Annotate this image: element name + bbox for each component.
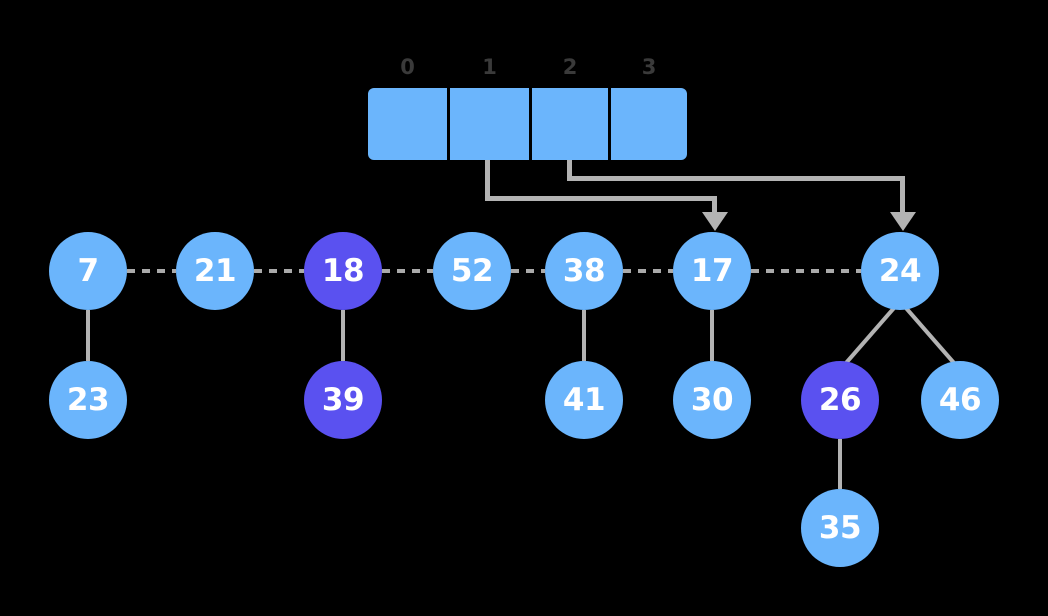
dashed-link-52-38	[511, 269, 545, 273]
node-23[interactable]: 23	[49, 361, 127, 439]
dashed-link-7-21	[127, 269, 176, 273]
node-52[interactable]: 52	[433, 232, 511, 310]
pointer-descend-24	[900, 176, 905, 213]
dashed-link-21-18	[254, 269, 304, 273]
dashed-link-17-24	[751, 269, 861, 273]
array-cell-1[interactable]	[450, 88, 529, 160]
node-30[interactable]: 30	[673, 361, 751, 439]
child-link-24-46	[904, 306, 956, 365]
pointer-horizontal-2	[567, 176, 905, 181]
pointer-arrowhead-24	[889, 212, 916, 231]
child-link-24-26	[844, 306, 896, 365]
child-link-17-30	[710, 310, 714, 361]
node-18[interactable]: 18	[304, 232, 382, 310]
node-17[interactable]: 17	[673, 232, 751, 310]
array-cell-2[interactable]	[532, 88, 608, 160]
node-24[interactable]: 24	[861, 232, 939, 310]
node-7[interactable]: 7	[49, 232, 127, 310]
pointer-vertical-1	[485, 160, 490, 196]
dashed-link-38-17	[623, 269, 673, 273]
pointer-descend-17	[712, 196, 717, 213]
node-38[interactable]: 38	[545, 232, 623, 310]
array-index-label-2: 2	[562, 55, 578, 79]
node-35[interactable]: 35	[801, 489, 879, 567]
dashed-link-18-52	[382, 269, 433, 273]
pointer-horizontal-1	[485, 196, 717, 201]
node-41[interactable]: 41	[545, 361, 623, 439]
array-index-label-1: 1	[482, 55, 497, 79]
node-39[interactable]: 39	[304, 361, 382, 439]
child-link-38-41	[582, 310, 586, 361]
array-index-label-0: 0	[400, 55, 415, 79]
pointer-vertical-2	[567, 160, 572, 176]
child-link-7-23	[86, 310, 90, 361]
child-link-18-39	[341, 310, 345, 361]
array-index-label-3: 3	[641, 55, 657, 79]
pointer-arrowhead-17	[701, 212, 728, 231]
child-link-26-35	[838, 439, 842, 489]
array-cell-3[interactable]	[611, 88, 687, 160]
array-cell-0[interactable]	[368, 88, 447, 160]
node-46[interactable]: 46	[921, 361, 999, 439]
node-21[interactable]: 21	[176, 232, 254, 310]
node-26[interactable]: 26	[801, 361, 879, 439]
